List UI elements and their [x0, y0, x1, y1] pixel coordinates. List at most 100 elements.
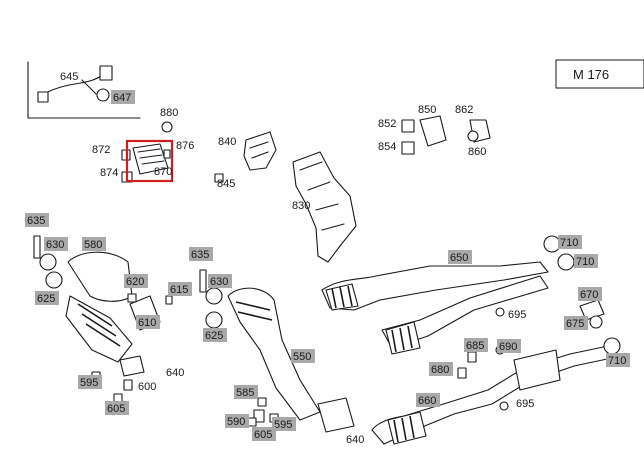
hanger-675 — [589, 315, 603, 329]
mount-854 — [401, 141, 415, 155]
callout-852[interactable]: 852 — [376, 116, 400, 130]
oxygen-sensor-inset — [27, 61, 141, 119]
callout-615[interactable]: 615 — [168, 282, 192, 296]
gasket-640-center — [317, 397, 355, 433]
callout-bg — [448, 250, 472, 264]
callout-bg — [105, 401, 129, 415]
callout-600[interactable]: 600 — [136, 379, 160, 393]
callout-850[interactable]: 850 — [416, 102, 440, 116]
callout-862[interactable]: 862 — [453, 102, 477, 116]
callout-630[interactable]: 630 — [44, 237, 68, 251]
callout-bg — [35, 291, 59, 305]
callout-bg — [136, 315, 160, 329]
callout-bg — [252, 427, 276, 441]
catalyst-body-left — [65, 295, 133, 363]
callout-bg — [574, 254, 598, 268]
callout-635[interactable]: 635 — [25, 213, 49, 227]
callout-640[interactable]: 640 — [164, 365, 188, 379]
callout-695[interactable]: 695 — [514, 396, 538, 410]
callout-630[interactable]: 630 — [208, 274, 232, 288]
callout-number: 690 — [499, 341, 517, 353]
callout-695[interactable]: 695 — [506, 307, 530, 321]
callout-640[interactable]: 640 — [344, 432, 368, 446]
mount-852 — [401, 119, 415, 133]
control-module-group — [121, 121, 174, 183]
callout-bg — [203, 328, 227, 342]
bolt-585 — [257, 397, 267, 407]
callout-number: 635 — [27, 215, 45, 227]
callout-number: 620 — [126, 276, 144, 288]
callout-685[interactable]: 685 — [464, 338, 488, 352]
callout-854[interactable]: 854 — [376, 139, 400, 153]
clamp-625-center — [205, 311, 223, 329]
callout-830[interactable]: 830 — [290, 198, 314, 212]
mounts-group — [401, 115, 491, 155]
callout-675[interactable]: 675 — [564, 316, 588, 330]
callout-number: 605 — [254, 429, 272, 441]
callout-number: 595 — [274, 419, 292, 431]
nut-695-lower — [499, 401, 509, 411]
callout-580[interactable]: 580 — [82, 237, 106, 251]
callout-605[interactable]: 605 — [105, 401, 129, 415]
callout-647[interactable]: 647 — [111, 90, 135, 104]
callout-710[interactable]: 710 — [606, 353, 630, 367]
callout-880[interactable]: 880 — [158, 105, 182, 119]
left-catalyst-580 — [33, 235, 161, 391]
callout-number: 635 — [191, 249, 209, 261]
callout-620[interactable]: 620 — [124, 274, 148, 288]
callout-625[interactable]: 625 — [35, 291, 59, 305]
callout-876[interactable]: 876 — [174, 138, 198, 152]
callout-number: 680 — [431, 364, 449, 376]
callout-number: 647 — [113, 92, 131, 104]
callout-605[interactable]: 605 — [252, 427, 276, 441]
callout-590[interactable]: 590 — [225, 414, 249, 428]
heat-shield-830 — [292, 151, 357, 263]
callout-number: 710 — [560, 237, 578, 249]
center-catalyst-550 — [199, 269, 355, 433]
pipe-650-upper — [321, 261, 549, 311]
bolt-680 — [457, 367, 467, 379]
callout-number: 590 — [227, 416, 245, 428]
callout-670[interactable]: 670 — [578, 287, 602, 301]
callout-645[interactable]: 645 — [58, 69, 82, 83]
callout-610[interactable]: 610 — [136, 315, 160, 329]
callout-860[interactable]: 860 — [466, 144, 490, 158]
callout-872[interactable]: 872 — [90, 142, 114, 156]
callout-bg — [111, 90, 135, 104]
sensor-cable — [39, 73, 105, 97]
manifold-580 — [67, 251, 133, 302]
callout-bg — [208, 274, 232, 288]
callout-number: 625 — [205, 330, 223, 342]
callout-874[interactable]: 874 — [98, 165, 122, 179]
callout-number: 862 — [455, 104, 473, 116]
bolt-590 — [247, 417, 257, 427]
callout-number: 605 — [107, 403, 125, 415]
model-label: M 176 — [555, 59, 644, 89]
mount-850 — [419, 115, 447, 147]
callout-635[interactable]: 635 — [189, 247, 213, 261]
callout-550[interactable]: 550 — [291, 349, 315, 363]
callout-650[interactable]: 650 — [448, 250, 472, 264]
callout-585[interactable]: 585 — [234, 385, 258, 399]
callout-625[interactable]: 625 — [203, 328, 227, 342]
callout-710[interactable]: 710 — [558, 235, 582, 249]
callout-845[interactable]: 845 — [215, 176, 239, 190]
callout-number: 695 — [516, 398, 534, 410]
callout-870[interactable]: 870 — [152, 164, 176, 178]
callout-680[interactable]: 680 — [429, 362, 453, 376]
callout-bg — [464, 338, 488, 352]
model-label-text: M 176 — [573, 67, 609, 82]
sensor-grommet — [96, 88, 110, 102]
nut-845 — [214, 173, 224, 183]
heat-shield-ribs — [299, 161, 345, 231]
callout-690[interactable]: 690 — [497, 339, 521, 353]
callout-595[interactable]: 595 — [78, 375, 102, 389]
callout-710[interactable]: 710 — [574, 254, 598, 268]
callout-595[interactable]: 595 — [272, 417, 296, 431]
callout-840[interactable]: 840 — [216, 134, 240, 148]
callout-bg — [234, 385, 258, 399]
callout-660[interactable]: 660 — [416, 393, 440, 407]
resonator-660 — [513, 349, 561, 391]
bracket-840-group — [214, 131, 277, 183]
